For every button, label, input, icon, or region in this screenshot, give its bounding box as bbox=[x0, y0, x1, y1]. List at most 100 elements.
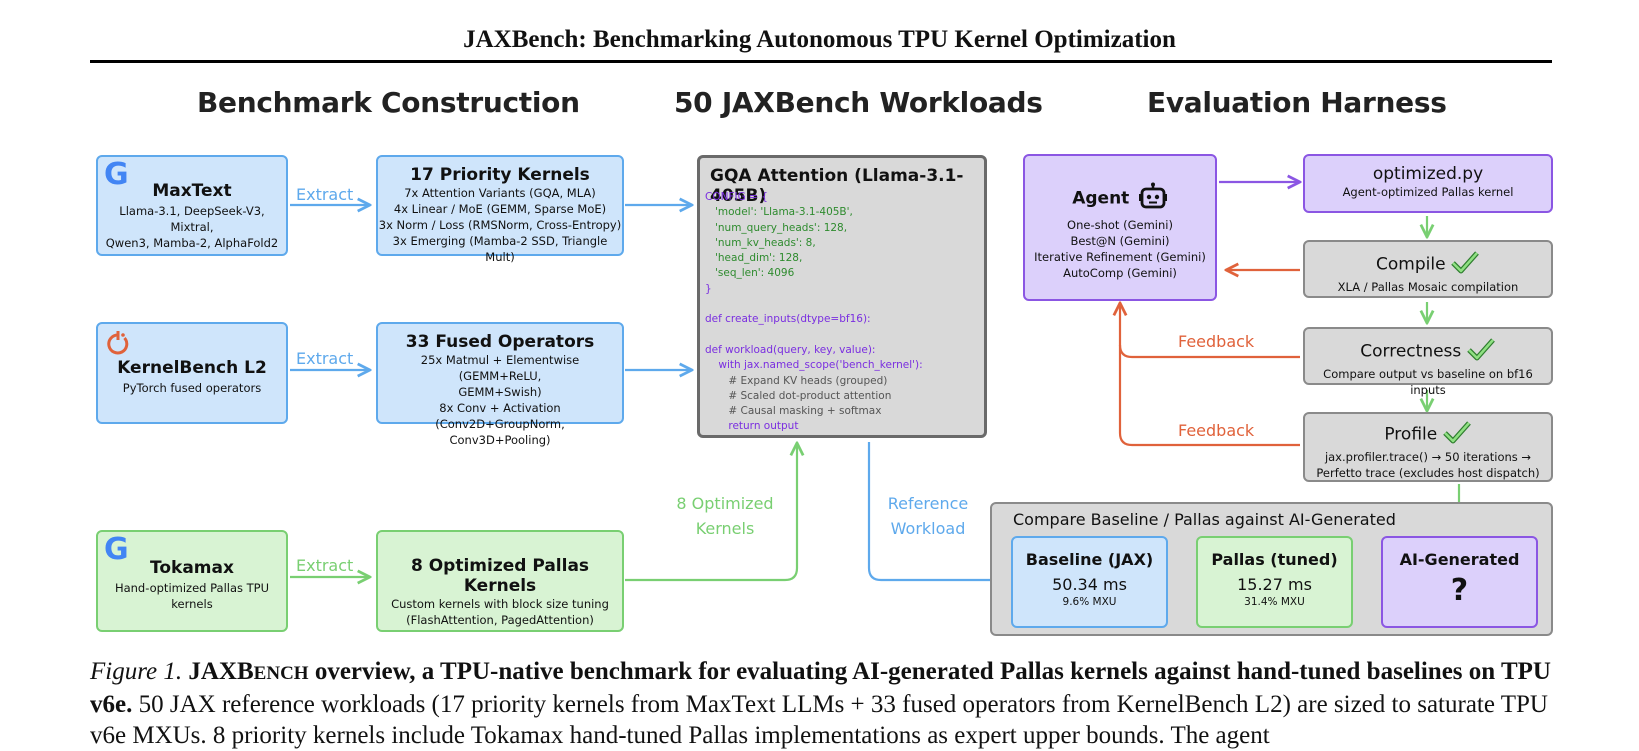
ai-generated-value: ? bbox=[1450, 573, 1469, 608]
section-title-construction: Benchmark Construction bbox=[197, 86, 580, 119]
agent-title: Agent bbox=[1072, 188, 1130, 209]
pallas-tuned-card: Pallas (tuned) 15.27 ms 31.4% MXU bbox=[1196, 536, 1353, 628]
maxtext-box: G MaxText Llama-3.1, DeepSeek-V3, Mixtra… bbox=[96, 155, 288, 256]
fused-operators-line: GEMM+Swish) bbox=[458, 385, 542, 399]
compare-title: Compare Baseline / Pallas against AI-Gen… bbox=[1013, 510, 1396, 529]
caption-bold-smallcaps: ENCH bbox=[253, 663, 309, 684]
workload-title: GQA Attention (Llama-3.1-405B) bbox=[710, 166, 964, 206]
code-line: def workload(query, key, value): bbox=[705, 343, 876, 356]
code-line: with jax.named_scope('bench_kernel'): bbox=[705, 359, 923, 372]
line-profile-feedback bbox=[1118, 345, 1300, 447]
correctness-header: Correctness bbox=[1305, 337, 1551, 366]
code-line: return output bbox=[705, 420, 799, 433]
profile-header: Profile bbox=[1305, 420, 1551, 449]
figure-caption: Figure 1. JAXBENCH overview, a TPU-nativ… bbox=[90, 656, 1552, 751]
priority-kernels-line: 4x Linear / MoE (GEMM, Sparse MoE) bbox=[393, 202, 607, 216]
code-line: } bbox=[705, 282, 712, 295]
optimized-kernels-label-line: Kernels bbox=[695, 519, 755, 538]
checkmark-icon bbox=[1450, 250, 1480, 279]
caption-bold-1: JAXB bbox=[188, 658, 254, 685]
pallas-kernels-line: Custom kernels with block size tuning bbox=[391, 597, 609, 611]
agent-mode: Best@N (Gemini) bbox=[1070, 234, 1170, 248]
feedback-label-profile: Feedback bbox=[1178, 421, 1255, 440]
agent-mode: Iterative Refinement (Gemini) bbox=[1034, 250, 1206, 264]
agent-header: Agent bbox=[1025, 182, 1215, 215]
paper-title: JAXBench: Benchmarking Autonomous TPU Ke… bbox=[463, 26, 1176, 53]
caption-bold-2: overview, a TPU-native benchmark for eva… bbox=[90, 658, 1551, 718]
tokamax-desc-2: kernels bbox=[171, 597, 213, 611]
correctness-desc: Compare output vs baseline on bf16 input… bbox=[1323, 367, 1533, 397]
fused-operators-title: 33 Fused Operators bbox=[405, 332, 595, 352]
pallas-kernels-title: 8 Optimized Pallas Kernels bbox=[410, 556, 590, 596]
reference-workload-label: Reference Workload bbox=[878, 491, 978, 541]
baseline-mxu: 9.6% MXU bbox=[1062, 596, 1117, 608]
baseline-card: Baseline (JAX) 50.34 ms 9.6% MXU bbox=[1011, 536, 1168, 628]
kernelbench-desc: PyTorch fused operators bbox=[122, 381, 262, 395]
maxtext-desc-2: Qwen3, Mamba-2, AlphaFold2 bbox=[105, 236, 279, 250]
profile-desc-2: Perfetto trace (excludes host dispatch) bbox=[1316, 466, 1540, 480]
optimized-kernels-label: 8 Optimized Kernels bbox=[670, 491, 780, 541]
optimized-py-title: optimized.py bbox=[1372, 164, 1484, 184]
diagram-connectors bbox=[290, 0, 1639, 729]
profile-title: Profile bbox=[1384, 424, 1438, 445]
pallas-kernels-line: (FlashAttention, PagedAttention) bbox=[406, 613, 594, 627]
compile-header: Compile bbox=[1305, 250, 1551, 279]
code-line: 'num_query_heads': 128, bbox=[705, 221, 848, 234]
code-line: # Scaled dot-product attention bbox=[705, 389, 892, 402]
fused-operators-line: 8x Conv + Activation (Conv2D+GroupNorm, bbox=[435, 401, 565, 431]
code-line: 'model': 'Llama-3.1-405B', bbox=[705, 206, 853, 219]
optimized-py-desc: Agent-optimized Pallas kernel bbox=[1342, 185, 1514, 199]
baseline-time: 50.34 ms bbox=[1052, 575, 1127, 594]
pallas-kernels-box: 8 Optimized Pallas Kernels Custom kernel… bbox=[376, 530, 624, 632]
priority-kernels-line: 3x Emerging (Mamba-2 SSD, Triangle Mult) bbox=[392, 234, 608, 264]
optimized-py-box: optimized.py Agent-optimized Pallas kern… bbox=[1303, 154, 1553, 213]
code-line: # Causal masking + softmax bbox=[705, 405, 882, 418]
code-line: # Expand KV heads (grouped) bbox=[705, 374, 888, 387]
code-line: CONFIG = { bbox=[705, 191, 768, 203]
code-line: 'seq_len': 4096 bbox=[705, 267, 795, 280]
google-logo: G bbox=[104, 157, 129, 192]
section-title-harness: Evaluation Harness bbox=[1147, 86, 1447, 119]
code-line bbox=[705, 328, 923, 343]
pallas-tuned-mxu: 31.4% MXU bbox=[1244, 596, 1305, 608]
agent-box: Agent One-shot (Gemini) Best@N (Gemini) … bbox=[1023, 154, 1217, 301]
extract-label-kernelbench: Extract bbox=[296, 349, 354, 368]
code-line: 'num_kv_heads': 8, bbox=[705, 236, 816, 249]
tokamax-desc-1: Hand-optimized Pallas TPU bbox=[114, 581, 270, 595]
priority-kernels-box: 17 Priority Kernels 7x Attention Variant… bbox=[376, 155, 624, 264]
profile-box: Profile jax.profiler.trace() → 50 iterat… bbox=[1303, 412, 1553, 482]
optimized-kernels-label-line: 8 Optimized bbox=[676, 494, 774, 513]
workload-box: GQA Attention (Llama-3.1-405B) bbox=[697, 155, 987, 438]
arrow-pallas-to-workloads bbox=[625, 443, 797, 582]
tokamax-box: G Tokamax Hand-optimized Pallas TPU kern… bbox=[96, 530, 288, 632]
agent-mode: One-shot (Gemini) bbox=[1067, 218, 1173, 232]
fused-operators-line: 25x Matmul + Elementwise (GEMM+ReLU, bbox=[420, 353, 580, 383]
section-title-workloads: 50 JAXBench Workloads bbox=[674, 86, 1043, 119]
compile-box: Compile XLA / Pallas Mosaic compilation bbox=[1303, 240, 1553, 298]
code-line bbox=[705, 297, 923, 312]
fused-operators-box: 33 Fused Operators 25x Matmul + Elementw… bbox=[376, 322, 624, 447]
ai-generated-title: AI-Generated bbox=[1399, 550, 1520, 569]
maxtext-title: MaxText bbox=[152, 181, 232, 201]
reference-workload-label-line: Workload bbox=[890, 519, 966, 538]
tokamax-title: Tokamax bbox=[150, 558, 234, 578]
priority-kernels-title: 17 Priority Kernels bbox=[410, 165, 590, 185]
caption-text: 50 JAX reference workloads (17 priority … bbox=[90, 691, 1548, 749]
correctness-title: Correctness bbox=[1360, 341, 1462, 362]
priority-kernels-line: 7x Attention Variants (GQA, MLA) bbox=[404, 186, 596, 200]
pytorch-logo bbox=[106, 330, 130, 361]
profile-desc-1: jax.profiler.trace() → 50 iterations → bbox=[1324, 450, 1532, 464]
reference-workload-label-line: Reference bbox=[887, 494, 969, 513]
maxtext-desc-1: Llama-3.1, DeepSeek-V3, Mixtral, bbox=[119, 204, 265, 234]
pallas-tuned-time: 15.27 ms bbox=[1237, 575, 1312, 594]
caption-bold-lead: JAXBENCH overview, a TPU-native benchmar… bbox=[90, 658, 1551, 718]
baseline-title: Baseline (JAX) bbox=[1025, 550, 1154, 569]
pallas-tuned-title: Pallas (tuned) bbox=[1211, 550, 1338, 569]
workload-code: CONFIG = { 'model': 'Llama-3.1-405B', 'n… bbox=[705, 190, 923, 435]
google-logo: G bbox=[104, 532, 129, 567]
kernelbench-title: KernelBench L2 bbox=[117, 358, 267, 378]
feedback-label-correctness: Feedback bbox=[1178, 332, 1255, 351]
robot-icon bbox=[1138, 182, 1168, 215]
code-line: def create_inputs(dtype=bf16): bbox=[705, 313, 871, 326]
priority-kernels-line: 3x Norm / Loss (RMSNorm, Cross-Entropy) bbox=[378, 218, 622, 232]
